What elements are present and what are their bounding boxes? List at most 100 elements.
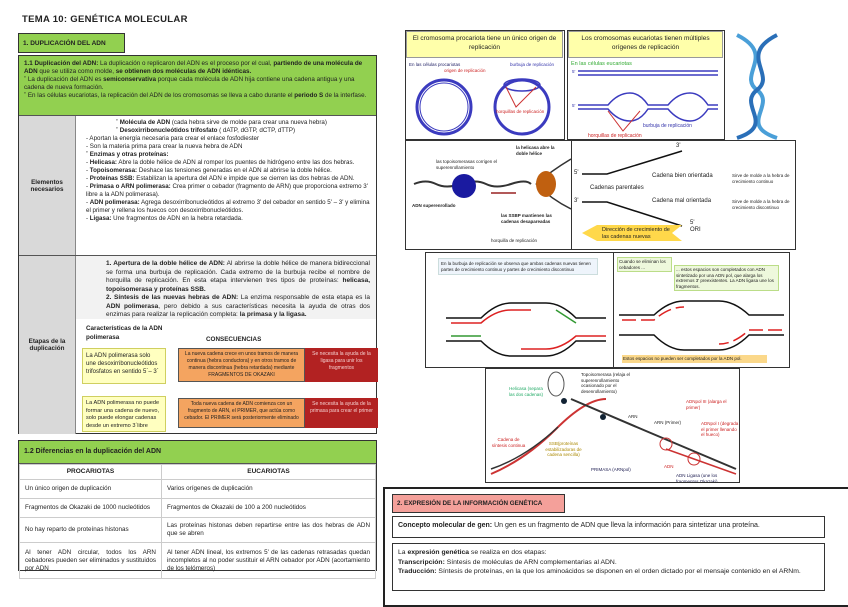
char-box-1: La ADN polimerasa solo une desoxirribonu… — [82, 348, 166, 384]
prokaryote-figure: El cromosoma procariota tiene un único o… — [405, 30, 565, 140]
etapas-content: 1. Apertura de la doble hélice de ADN: A… — [76, 256, 378, 434]
euk-caption: Los cromosomas eucariotas tienen múltipl… — [568, 31, 723, 58]
strand-orientation-diagram — [582, 150, 683, 241]
eucariotas-cell: Al tener ADN lineal, los extremos 5' de … — [160, 542, 377, 579]
bubble2-note: Cuando se eliminan los cebadores ... — [617, 257, 672, 272]
fork2-label: ADNpol I (degrada el primer llenando el … — [701, 421, 739, 437]
elemento-item: - ADN polimerasa: Agrega desoxirribonucl… — [86, 199, 370, 214]
step2-text: La enzima responsable de esta etapa es l… — [238, 294, 370, 301]
fork2-label: Helicasa (separa las dos cadenas) — [508, 386, 544, 397]
char-box-2: La ADN polimerasa no puede formar una ca… — [82, 396, 166, 432]
dna-helix-image — [727, 30, 790, 140]
fork2-label: Cadena de síntesis continua — [491, 437, 526, 448]
step2-bold: la primasa y la ligasa. — [239, 311, 307, 318]
bullet-bold: periodo S — [294, 92, 324, 99]
elemento-bold: Primasa o ARN polimerasa: — [89, 183, 171, 190]
elementos-row: Elementos necesarios ˚ Molécula de ADN (… — [19, 116, 376, 256]
elemento-bold: Desoxirribonucleótidos trifosfato — [119, 127, 218, 134]
col-procariotas: PROCARIOTAS — [19, 464, 162, 480]
elemento-item: - Proteínas SSB: Estabilizan la apertura… — [86, 175, 355, 182]
eukaryote-figure: Los cromosomas eucariotas tienen múltipl… — [567, 30, 725, 140]
euk-label: En las células eucariotas — [571, 61, 632, 67]
fork2-label: ADNpol III (alarga el primer) — [686, 399, 727, 410]
translation-label: Traducción: — [398, 568, 437, 575]
fork2-label: ADN — [664, 464, 674, 469]
fork-detail-diagram — [490, 371, 737, 475]
strand-label: ORI — [690, 227, 701, 233]
fork-figure: las topoisomerasas corrigen el superenro… — [405, 140, 572, 250]
differences-table: 1.2 Diferencias en la duplicación del AD… — [18, 440, 377, 579]
strand-label: 5' — [574, 170, 579, 176]
elemento-item: ˚ Enzimas y otras proteínas: — [86, 151, 169, 158]
elemento-item: - Ligasa: Une fragmentos de ADN en la he… — [86, 215, 243, 222]
section2-header: 2. EXPRESIÓN DE LA INFORMACIÓN GENÉTICA — [392, 494, 565, 513]
gene-concept-box: Concepto molecular de gen: Un gen es un … — [392, 516, 825, 538]
bullet-bold: semiconservativa — [103, 76, 156, 83]
euk-label: 5' — [572, 69, 576, 74]
transcription-label: Transcripción: — [398, 558, 445, 566]
euk-label: burbuja de replicación — [643, 123, 692, 129]
step2-bold: ADN polimerasa — [106, 302, 159, 310]
expr-text: se realiza en dos etapas: — [469, 549, 547, 556]
bubble1-diagram — [446, 302, 606, 357]
transcription-text: Síntesis de moléculas de ARN complementa… — [444, 558, 617, 566]
elemento-bold: Topoisomerasa: — [89, 167, 138, 174]
concept-label: Concepto molecular de gen: — [398, 522, 493, 529]
procariotas-cell: Al tener ADN circular, todos los ARN ceb… — [19, 542, 162, 579]
elemento-item: - Topoisomerasa: Deshace las tensiones g… — [86, 167, 332, 174]
elemento-item: - Primasa o ARN polimerasa: Crea primer … — [86, 183, 368, 198]
cons-header: CONSECUENCIAS — [206, 336, 262, 343]
euk-label: 5' — [572, 103, 576, 108]
fork2-label: ADN Ligasa (une los fragmentos Okazaki) — [676, 473, 718, 483]
eucariotas-cell: Las proteínas histonas deben repartirse … — [160, 517, 377, 543]
fork-label: las SSBP mantienen las cadenas desaparea… — [501, 213, 552, 224]
elemento-bold: ADN polimerasa: — [89, 199, 140, 206]
intro-text: que se utiliza como molde, — [37, 68, 116, 75]
elementos-label: Elementos necesarios — [19, 116, 76, 255]
fork2-label: Topoisomerasa (relaja el superenrollamie… — [581, 372, 631, 394]
bubble2-diagram — [619, 300, 784, 351]
fork-diagram — [413, 158, 571, 210]
step2-text: , pero debido a sus características nece… — [106, 302, 370, 319]
helix-drawing — [736, 33, 778, 140]
bubble-figure-1: En la burbuja de replicación se observa … — [425, 252, 614, 368]
elemento-text: Crea primer o cebador (fragmento de ARN)… — [86, 183, 368, 198]
etapas-row: Etapas de la duplicación 1. Apertura de … — [19, 256, 378, 434]
expr-bold: expresión genética — [407, 549, 470, 556]
bubble-figure-2: Cuando se eliminan los cebadores ... ...… — [613, 252, 790, 368]
step1-text: Al abrirse la doble hélice de manera bid… — [106, 260, 370, 284]
elemento-bold: Proteínas SSB: — [89, 175, 135, 182]
elemento-text: Estabilizan la apertura del ADN e impide… — [134, 175, 355, 182]
strand-label: Cadenas parentales — [590, 185, 644, 191]
fork2-label: ARN — [628, 414, 638, 419]
elemento-text: Une fragmentos de ADN en la hebra retard… — [111, 215, 243, 222]
cons-box-1: La nueva cadena crece en unos tramos de … — [178, 348, 305, 382]
eucariotas-cell: Fragmentos de Okazaki de 100 a 200 nucle… — [160, 498, 377, 518]
translation-text: Síntesis de proteínas, en la que los ami… — [436, 568, 801, 575]
elemento-item: ˚ Desoxirribonucleótidos trifosfato ( dA… — [116, 127, 296, 134]
expression-box: La expresión genética se realiza en dos … — [392, 543, 825, 591]
procariotas-cell: Fragmentos de Okazaki de 1000 nucleótido… — [19, 498, 162, 518]
bullet-text: En las células eucariotas, la replicació… — [27, 92, 295, 99]
etapas-steps: 1. Apertura de la doble hélice de ADN: A… — [76, 256, 376, 319]
elemento-text: Abre la doble hélice de ADN al romper lo… — [116, 159, 355, 166]
ligasa-box: Se necesita la ayuda de la ligasa para u… — [305, 348, 378, 382]
elementos-content: ˚ Molécula de ADN (cada hebra sirve de m… — [76, 116, 376, 255]
page-title: TEMA 10: GENÉTICA MOLECULAR — [22, 14, 188, 25]
fork2-label: SSB(proteínas estabilizadoras de cadena … — [545, 441, 582, 457]
bubble1-note: En la burbuja de replicación se observa … — [438, 258, 598, 275]
intro-label: 1.1 Duplicación del ADN: — [24, 60, 99, 67]
direction-arrow-label: Dirección de crecimiento de las cadenas … — [602, 227, 670, 240]
table-row: Al tener ADN circular, todos los ARN ceb… — [19, 542, 377, 579]
primasa-box: Se necesita la ayuda de la primasa para … — [305, 398, 378, 428]
table-row: Fragmentos de Okazaki de 1000 nucleótido… — [19, 498, 377, 518]
strand-label: Cadena mal orientada — [652, 198, 712, 204]
char-header: Características de la ADN polimerasa — [86, 325, 163, 341]
elemento-bold: Molécula de ADN — [119, 119, 171, 126]
col-eucariotas: EUCARIOTAS — [160, 464, 377, 480]
duplication-table: 1.1 Duplicación del ADN: La duplicación … — [18, 55, 378, 434]
prok-circles-diagram — [415, 78, 551, 136]
